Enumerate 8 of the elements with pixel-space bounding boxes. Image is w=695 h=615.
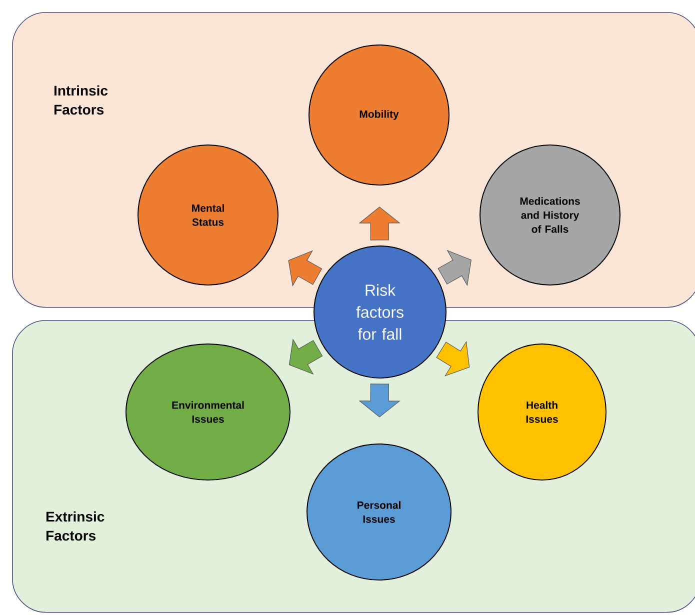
heading: Extrinsic Factors [46,511,104,541]
block-arrow [358,206,400,240]
block-arrow [436,340,470,376]
heading: Intrinsic Factors [54,85,108,115]
block-arrow [438,250,472,286]
block-arrow [288,250,322,287]
block-arrow [358,384,400,418]
block-arrow [288,338,323,375]
